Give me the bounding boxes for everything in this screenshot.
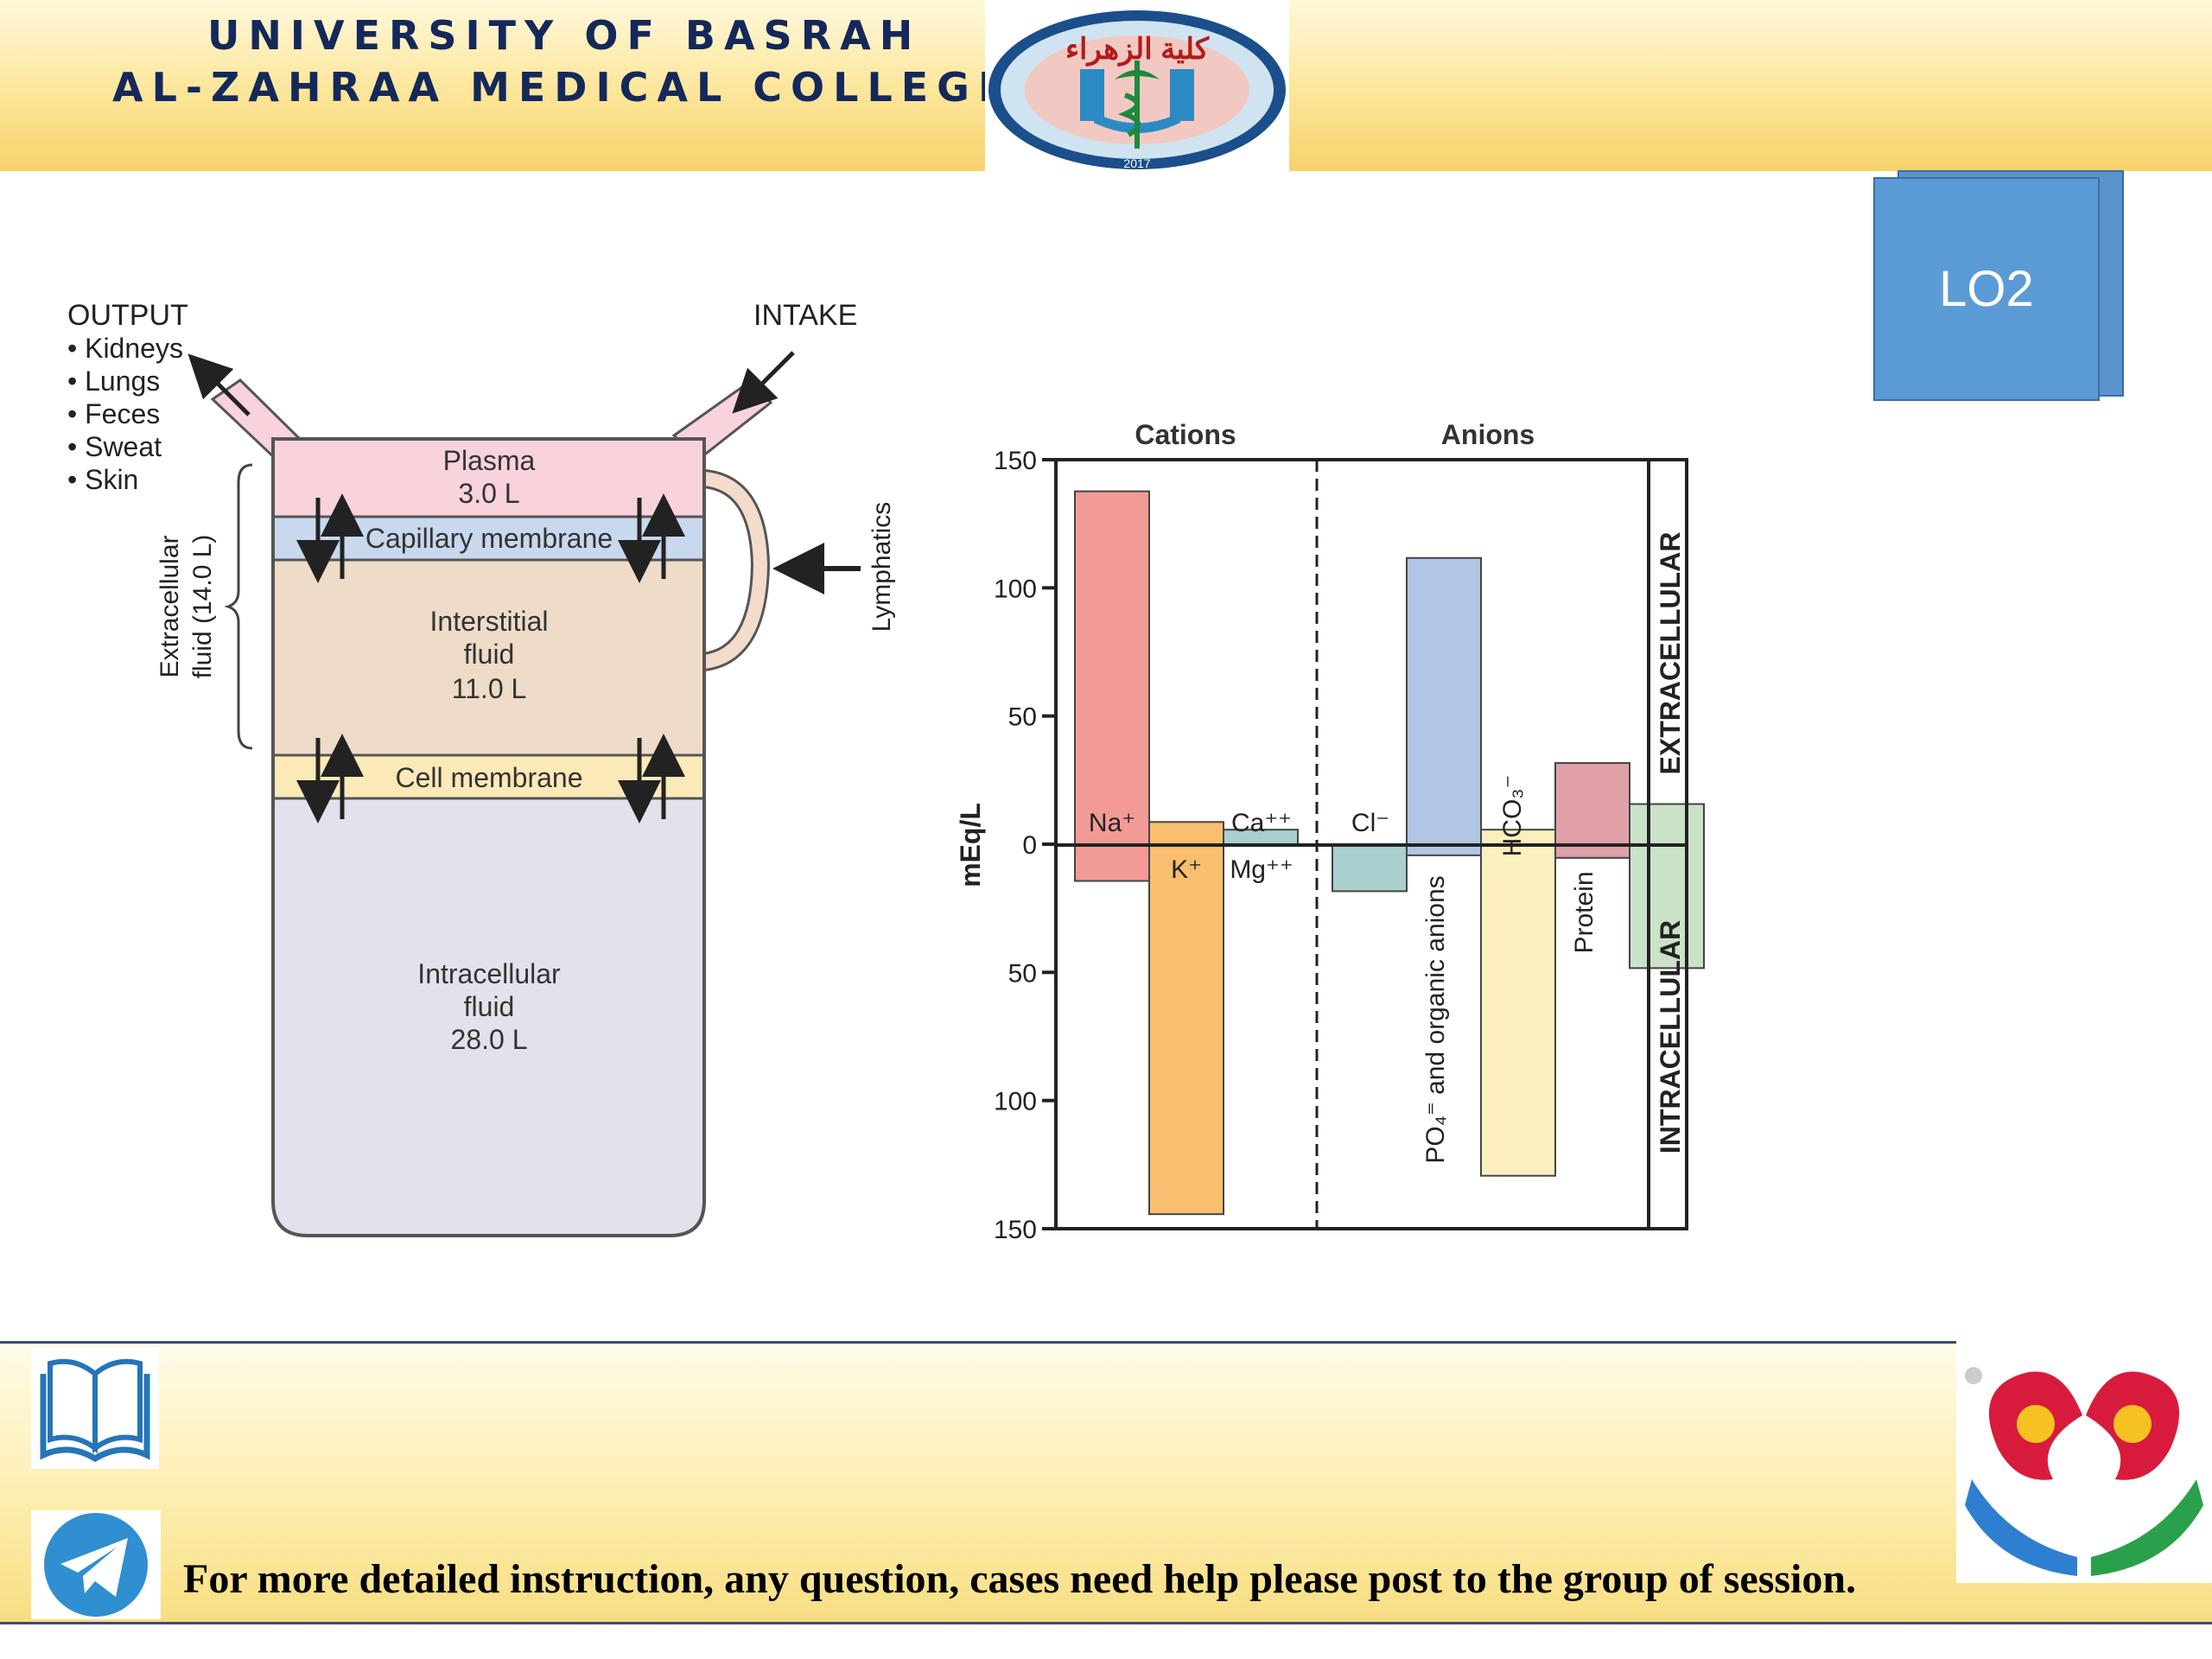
ion-bar-label: Na⁺ bbox=[1089, 809, 1135, 837]
intracellular-label-2: fluid bbox=[464, 991, 515, 1022]
output-item: • Feces bbox=[67, 398, 160, 429]
output-arrow bbox=[188, 353, 251, 416]
plasma-volume: 3.0 L bbox=[458, 478, 519, 509]
output-item: • Skin bbox=[67, 464, 138, 495]
plasma-compartment bbox=[273, 439, 704, 517]
intracellular-side-label: INTRACELLULAR bbox=[1655, 920, 1686, 1154]
electrolyte-chart: mEq/L Cations Anions Na⁺ K⁺ Ca⁺⁺ Mg⁺⁺ Cl⁻ PO₄… bbox=[955, 419, 1705, 1244]
ion-bar-label: PO₄⁼ and organic anions bbox=[1421, 875, 1450, 1163]
output-item: • Sweat bbox=[67, 431, 162, 462]
capillary-membrane-label: Capillary membrane bbox=[365, 523, 613, 554]
ion-bar-label: Protein bbox=[1570, 871, 1599, 953]
university-name: UNIVERSITY OF BASRAH bbox=[207, 12, 922, 59]
ecf-label-line1: Extracellular bbox=[156, 535, 184, 677]
college-logo: كلية الزهراء 2017 bbox=[985, 0, 1289, 171]
y-tick-label: 50 bbox=[1008, 959, 1037, 988]
ecf-label-line2: fluid (14.0 L) bbox=[188, 535, 217, 679]
ion-bar bbox=[1480, 829, 1556, 1177]
intracellular-label: Intracellular bbox=[417, 958, 561, 989]
lo-badge[interactable]: LO2 bbox=[1873, 177, 2100, 401]
interstitial-label: Interstitial bbox=[430, 606, 549, 637]
ion-bar bbox=[1554, 762, 1630, 859]
ecf-brace bbox=[224, 463, 253, 750]
chart-frame bbox=[1054, 458, 1688, 1230]
ion-bar bbox=[1629, 803, 1705, 969]
exchange-arrows bbox=[296, 493, 685, 823]
output-item: • Lungs bbox=[67, 365, 160, 397]
ion-bar-label: Cl⁻ bbox=[1351, 809, 1389, 837]
y-tick-label: 150 bbox=[994, 1216, 1037, 1244]
lymphatics-label: Lymphatics bbox=[868, 502, 896, 632]
intake-label: INTAKE bbox=[753, 299, 857, 332]
open-book-icon[interactable] bbox=[31, 1348, 159, 1469]
ion-bar-label: Ca⁺⁺ bbox=[1231, 809, 1292, 837]
kidney-hands-logo bbox=[1956, 1341, 2212, 1583]
intracellular-compartment bbox=[273, 798, 704, 1236]
cell-membrane-label: Cell membrane bbox=[396, 762, 583, 793]
y-axis-label: mEq/L bbox=[955, 803, 986, 887]
output-item: • Kidneys bbox=[67, 333, 183, 364]
intake-arrow bbox=[732, 351, 795, 414]
intracellular-volume: 28.0 L bbox=[451, 1024, 528, 1055]
footer-message: For more detailed instruction, any quest… bbox=[183, 1556, 1857, 1602]
ion-bar-label: Mg⁺⁺ bbox=[1230, 855, 1293, 884]
logo-year: 2017 bbox=[1123, 156, 1150, 170]
y-tick-label: 50 bbox=[1008, 703, 1037, 732]
college-name: AL-ZAHRAA MEDICAL COLLEGE bbox=[112, 64, 1014, 111]
ion-bar-label: K⁺ bbox=[1171, 855, 1202, 884]
interstitial-label-2: fluid bbox=[464, 639, 515, 670]
plasma-label: Plasma bbox=[443, 445, 536, 476]
footer-band bbox=[0, 1341, 2212, 1624]
y-tick-label: 0 bbox=[1022, 831, 1037, 860]
anions-heading: Anions bbox=[1441, 419, 1535, 450]
output-title: OUTPUT bbox=[67, 299, 188, 332]
cations-heading: Cations bbox=[1135, 419, 1236, 450]
telegram-icon[interactable] bbox=[31, 1510, 161, 1619]
ion-bar bbox=[1332, 844, 1408, 893]
ion-bar bbox=[1074, 490, 1150, 882]
ion-bar bbox=[1406, 556, 1482, 856]
interstitial-compartment bbox=[273, 560, 704, 755]
y-tick-label: 100 bbox=[994, 575, 1037, 603]
y-tick-label: 100 bbox=[994, 1088, 1037, 1116]
logo-arabic-text: كلية الزهراء bbox=[1065, 33, 1210, 67]
ion-bar bbox=[1148, 821, 1224, 1216]
y-tick-label: 150 bbox=[994, 447, 1037, 475]
extracellular-side-label: EXTRACELLULAR bbox=[1655, 532, 1686, 775]
interstitial-volume: 11.0 L bbox=[452, 673, 527, 704]
ion-bar-label: HCO₃⁻ bbox=[1498, 775, 1527, 857]
fluid-compartments-diagram: OUTPUT • Kidneys • Lungs • Feces • Sweat… bbox=[67, 299, 896, 1237]
